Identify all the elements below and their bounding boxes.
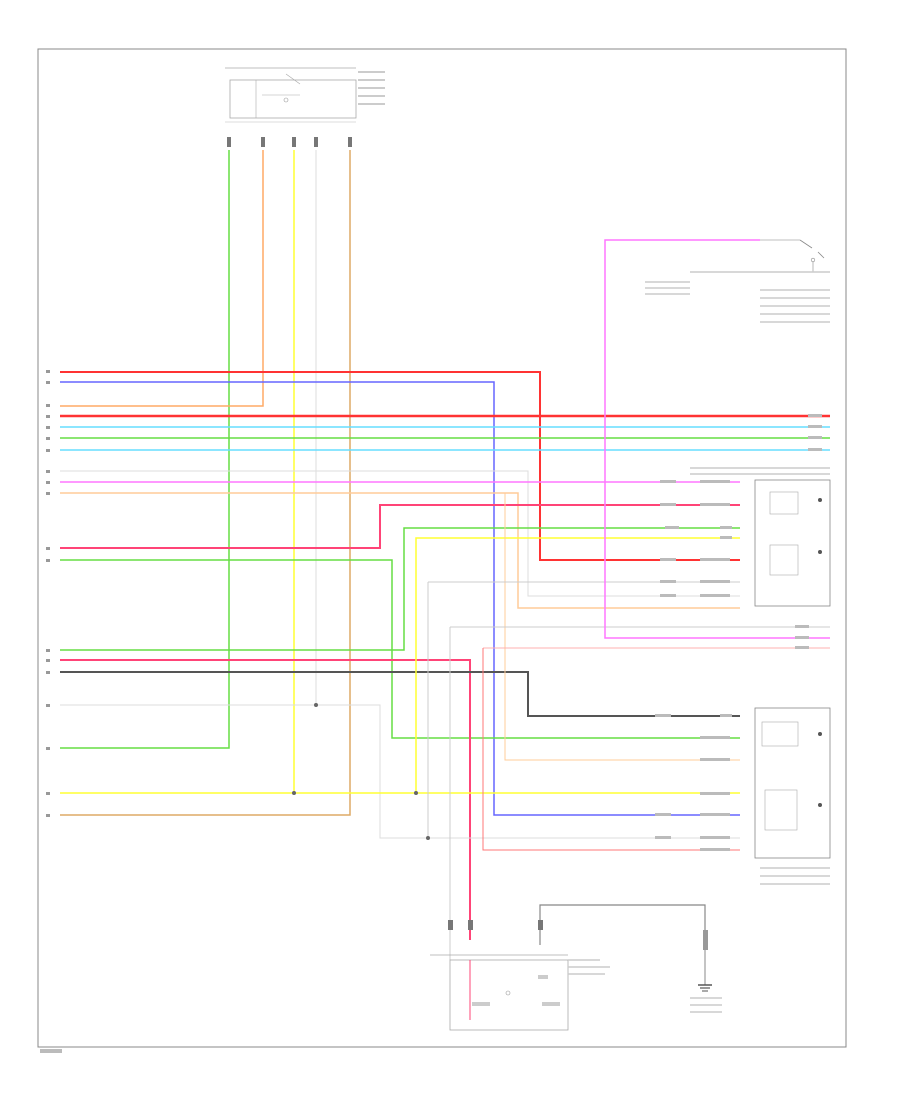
bottom-module	[430, 904, 706, 1031]
right-pin-labels	[795, 414, 822, 649]
wire-peach-1	[60, 492, 740, 609]
right-lower-module	[655, 707, 831, 885]
top-switch-component	[225, 67, 385, 147]
wire-dark-1	[60, 671, 740, 717]
wire-blue-1	[60, 381, 740, 816]
wire-green-3	[60, 527, 740, 651]
wire-yellow-3	[415, 537, 740, 793]
wire-green-2	[60, 559, 740, 739]
wire-pink-2	[604, 239, 830, 639]
wire-red-1	[60, 371, 740, 561]
bottom-ground	[690, 930, 722, 1013]
wire-white-2	[60, 470, 740, 597]
footer-code	[40, 1049, 62, 1053]
wire-orange-top	[60, 150, 264, 407]
wire-green-top	[60, 150, 230, 749]
wire-white-3	[60, 704, 740, 839]
junction-dots	[292, 703, 430, 840]
diagram-frame	[37, 48, 847, 1048]
right-top-switch-component	[645, 239, 830, 323]
wire-lightpink-2	[482, 648, 740, 851]
right-mid-module	[660, 467, 831, 607]
left-pin-markers	[46, 370, 50, 817]
wire-red-3	[60, 659, 471, 940]
wire-pink-red-1	[60, 504, 740, 549]
